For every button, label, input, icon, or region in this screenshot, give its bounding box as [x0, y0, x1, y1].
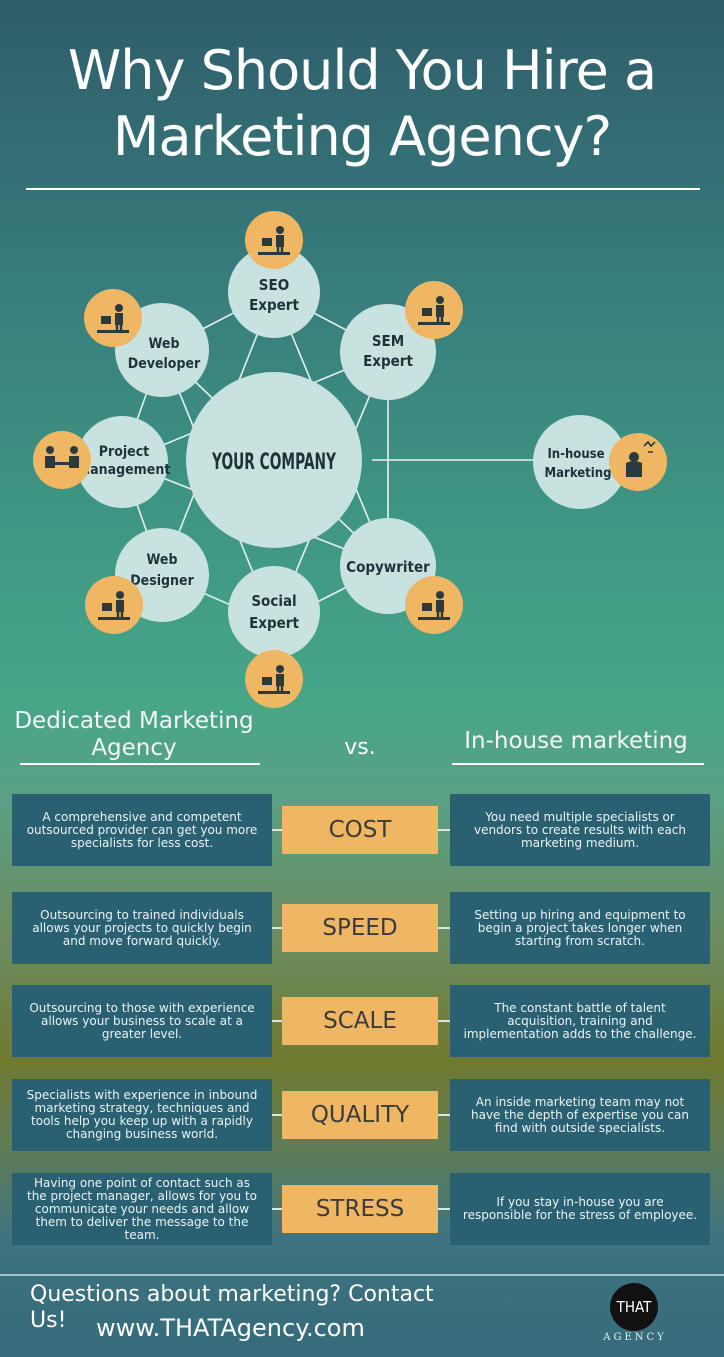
row-connector	[438, 927, 450, 929]
row-connector	[272, 927, 282, 929]
row-connector	[438, 829, 450, 831]
desk-worker-icon	[405, 576, 463, 634]
row-connector	[272, 1114, 282, 1116]
sem-label-1: SEM	[372, 332, 404, 350]
title-divider	[26, 188, 700, 190]
node-seo-expert: SEO Expert	[228, 246, 320, 338]
comparison-row-quality: Specialists with experience in inbound m…	[0, 1079, 724, 1151]
social-label-1: Social	[251, 592, 296, 610]
vs-label: vs.	[344, 735, 376, 760]
node-project-management: Project Management	[76, 416, 170, 508]
social-label-2: Expert	[249, 614, 299, 632]
agency-description: Outsourcing to those with experience all…	[12, 985, 272, 1057]
footer-question: Questions about marketing? Contact Us!	[30, 1282, 434, 1333]
comparison-row-scale: Outsourcing to those with experience all…	[0, 985, 724, 1057]
category-label: SPEED	[282, 904, 438, 952]
row-connector	[272, 829, 282, 831]
agency-column-heading: Dedicated Marketing Agency	[14, 708, 254, 762]
agency-description: Having one point of contact such as the …	[12, 1173, 272, 1245]
inhouse-description: You need multiple specialists or vendors…	[450, 794, 710, 866]
comparison-row-stress: Having one point of contact such as the …	[0, 1173, 724, 1245]
web-developer-label-1: Web	[149, 336, 180, 352]
inhouse-column-heading: In-house marketing	[464, 728, 688, 754]
agency-description: Outsourcing to trained individuals allow…	[12, 892, 272, 964]
desk-worker-icon	[85, 576, 143, 634]
sem-label-2: Expert	[363, 352, 413, 370]
category-label: QUALITY	[282, 1091, 438, 1139]
stressed-person-icon	[609, 433, 667, 491]
category-label: COST	[282, 806, 438, 854]
category-label: STRESS	[282, 1185, 438, 1233]
footer-divider	[0, 1274, 724, 1276]
agency-description: Specialists with experience in inbound m…	[12, 1079, 272, 1151]
inhouse-label-2: Marketing	[545, 466, 612, 481]
title-line-2: Marketing Agency?	[112, 105, 612, 168]
your-company-hub	[186, 372, 362, 548]
web-designer-label-2: Designer	[130, 573, 194, 589]
node-social-expert: Social Expert	[228, 566, 320, 658]
row-connector	[272, 1020, 282, 1022]
inhouse-description: An inside marketing team may not have th…	[450, 1079, 710, 1151]
inhouse-heading-divider	[452, 763, 704, 765]
agency-heading-divider	[20, 763, 260, 765]
comparison-row-cost: A comprehensive and competent outsourced…	[0, 794, 724, 866]
web-designer-label-1: Web	[147, 552, 178, 568]
page-title: Why Should You Hire a Marketing Agency?	[0, 38, 724, 170]
seo-label-2: Expert	[249, 296, 299, 314]
project-management-label-1: Project	[99, 444, 149, 460]
your-company-label: YOUR COMPANY	[211, 450, 336, 475]
inhouse-description: If you stay in-house you are responsible…	[450, 1173, 710, 1245]
logo-subtitle: AGENCY	[603, 1332, 667, 1343]
node-inhouse-marketing: In-house Marketing	[533, 415, 627, 509]
category-label: SCALE	[282, 997, 438, 1045]
inhouse-label-1: In-house	[547, 447, 604, 462]
seo-label-1: SEO	[259, 276, 289, 294]
copywriter-label: Copywriter	[346, 558, 430, 576]
agency-description: A comprehensive and competent outsourced…	[12, 794, 272, 866]
row-connector	[272, 1208, 282, 1210]
footer-website-link[interactable]: www.THATAgency.com	[96, 1314, 365, 1342]
title-line-1: Why Should You Hire a	[67, 39, 657, 102]
row-connector	[438, 1208, 450, 1210]
agency-heading-line-1: Dedicated Marketing	[14, 708, 254, 734]
meeting-icon	[33, 431, 91, 489]
project-management-label-2: Management	[78, 462, 171, 478]
row-connector	[438, 1114, 450, 1116]
web-developer-label-2: Developer	[128, 356, 201, 372]
comparison-row-speed: Outsourcing to trained individuals allow…	[0, 892, 724, 964]
desk-worker-icon	[405, 281, 463, 339]
desk-worker-icon	[84, 289, 142, 347]
row-connector	[438, 1020, 450, 1022]
inhouse-description: The constant battle of talent acquisitio…	[450, 985, 710, 1057]
inhouse-description: Setting up hiring and equipment to begin…	[450, 892, 710, 964]
that-agency-logo: THAT	[610, 1283, 658, 1331]
desk-worker-icon	[245, 211, 303, 269]
team-network-diagram: YOUR COMPANY SEO Expert SEM Expert Web D…	[33, 211, 667, 708]
agency-heading-line-2: Agency	[91, 735, 177, 761]
desk-worker-icon	[245, 650, 303, 708]
